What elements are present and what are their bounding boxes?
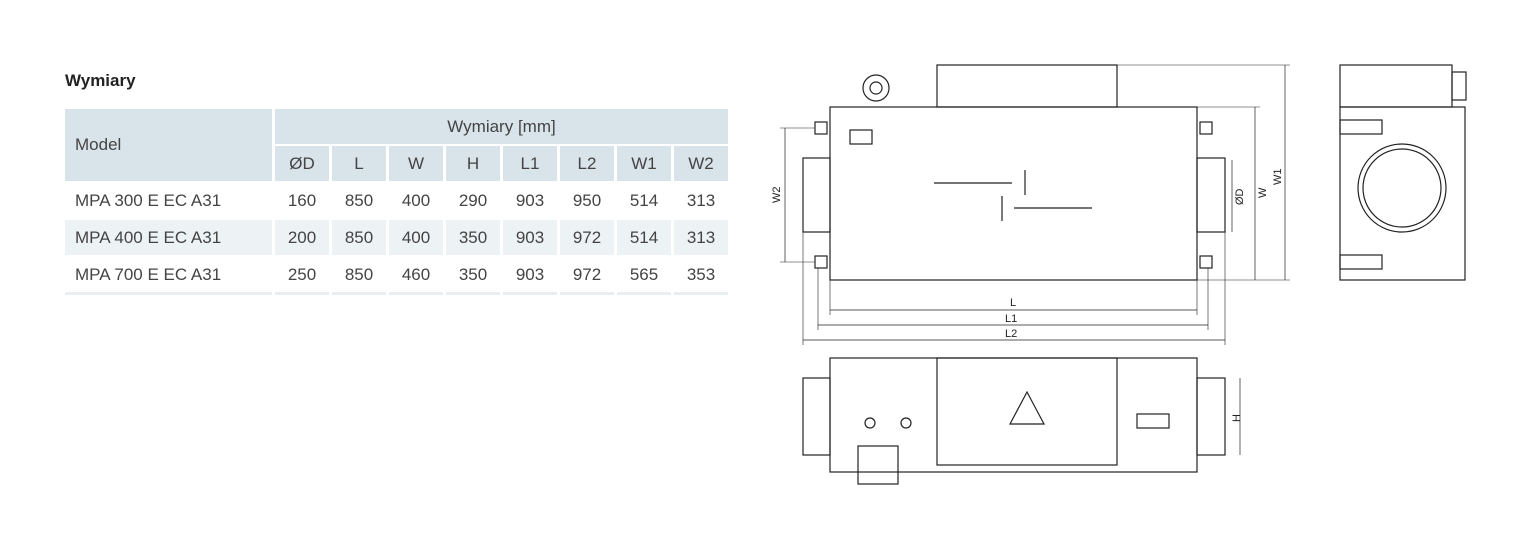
column-header: L2 [560, 146, 614, 181]
value-cell: 460 [389, 257, 443, 295]
dim-label-L2: L2 [1005, 328, 1017, 340]
model-cell: MPA 700 E EC A31 [65, 257, 272, 295]
table-row: MPA 300 E EC A31 160 850 400 290 903 950 514 313 [65, 183, 728, 218]
top-view [780, 64, 1290, 345]
value-cell: 313 [674, 220, 728, 255]
dimensions-group-header: Wymiary [mm] [275, 109, 728, 144]
front-view [802, 357, 1241, 485]
value-cell: 850 [332, 257, 386, 295]
dim-label-H: H [1231, 414, 1243, 422]
side-view [1339, 64, 1467, 281]
value-cell: 903 [515, 190, 545, 210]
column-header: L1 [503, 146, 557, 181]
section-title: Wymiary [65, 71, 136, 90]
model-header: Model [65, 109, 272, 181]
column-header: L [332, 146, 386, 181]
dim-label-W: W [1257, 187, 1269, 198]
dim-label-L1: L1 [1005, 313, 1017, 325]
value-cell: 400 [389, 220, 443, 255]
column-header: ØD [275, 146, 329, 181]
value-cell: 850 [332, 220, 386, 255]
value-cell: 350 [446, 220, 500, 255]
dim-label-L: L [1010, 297, 1016, 309]
column-header: W2 [674, 146, 728, 181]
value-cell: 903 [503, 257, 557, 295]
column-header: H [446, 146, 500, 181]
column-header: W1 [617, 146, 671, 181]
value-cell: 972 [560, 257, 614, 295]
value-cell: 250 [275, 257, 329, 295]
value-cell: 350 [446, 257, 500, 295]
dim-label-W2: W2 [771, 187, 783, 204]
value-cell: 313 [686, 190, 716, 210]
value-cell: 514 [629, 190, 659, 210]
value-cell: 565 [617, 257, 671, 295]
value-cell: 290 [458, 190, 488, 210]
value-cell: 850 [344, 190, 374, 210]
dim-label-D: ØD [1234, 188, 1246, 205]
value-cell: 972 [560, 220, 614, 255]
value-cell: 400 [401, 190, 431, 210]
value-cell: 353 [674, 257, 728, 295]
value-cell: 200 [275, 220, 329, 255]
model-cell: MPA 300 E EC A31 [75, 190, 222, 210]
value-cell: 160 [287, 190, 317, 210]
value-cell: 903 [503, 220, 557, 255]
model-cell: MPA 400 E EC A31 [65, 220, 272, 255]
value-cell: 514 [617, 220, 671, 255]
dim-label-W1: W1 [1272, 169, 1284, 186]
column-header: W [389, 146, 443, 181]
value-cell: 950 [572, 190, 602, 210]
